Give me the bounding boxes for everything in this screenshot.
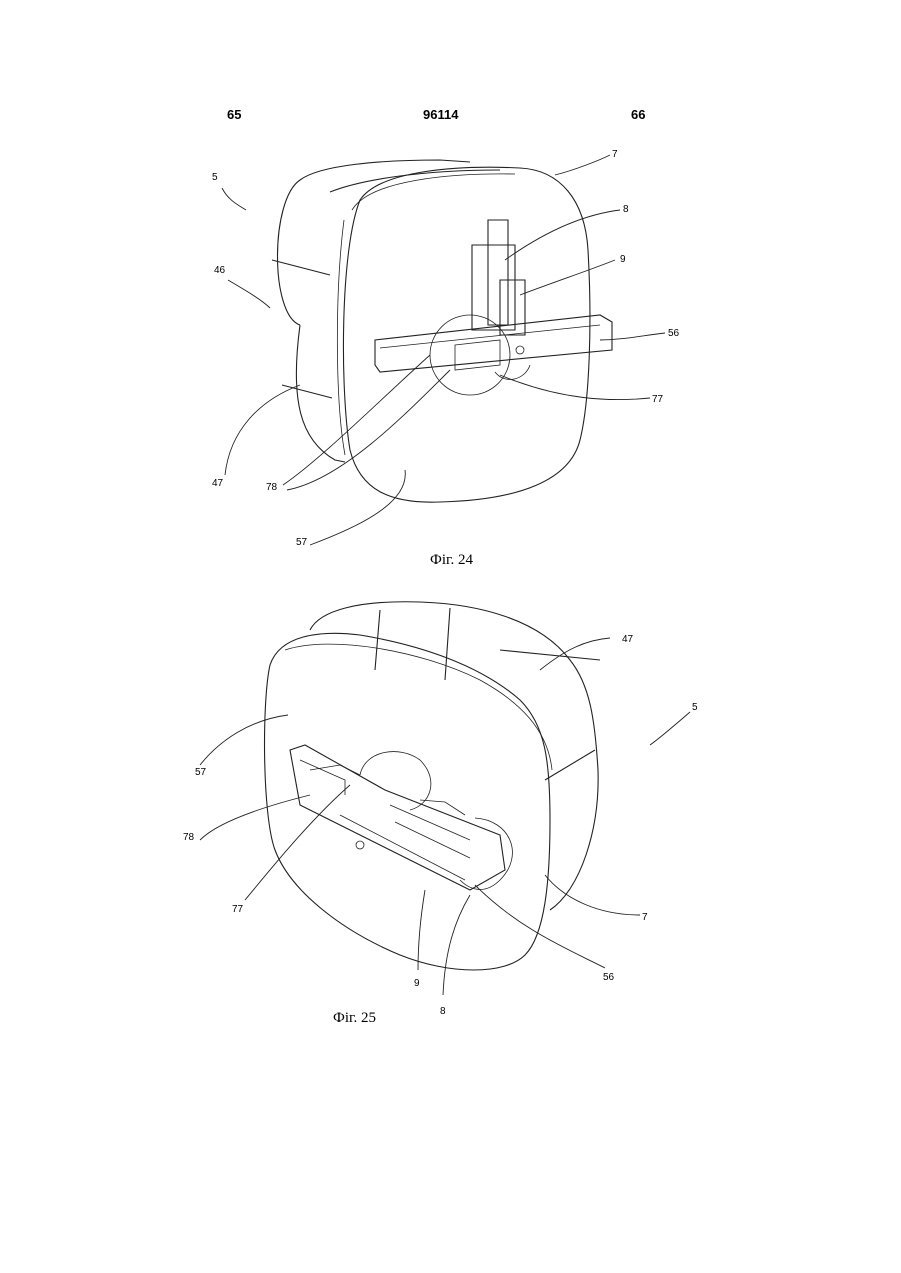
label-46: 46 (214, 265, 226, 276)
figure-25-caption: Фіг. 25 (333, 1010, 376, 1027)
label-78: 78 (266, 482, 278, 493)
label-5-fig25: 5 (692, 702, 698, 713)
figure-24-drawing: 5 7 8 9 46 56 77 47 78 57 (0, 140, 901, 580)
label-7-fig25: 7 (642, 912, 648, 923)
label-56: 56 (668, 328, 680, 339)
label-8: 8 (623, 204, 629, 215)
label-5: 5 (212, 172, 218, 183)
label-78-fig25: 78 (183, 832, 195, 843)
figure-25: 47 5 57 78 77 9 8 7 56 Фіг. 25 (0, 590, 901, 1030)
label-47: 47 (212, 478, 224, 489)
label-57-fig25: 57 (195, 767, 207, 778)
figure-25-drawing: 47 5 57 78 77 9 8 7 56 (0, 590, 901, 1030)
document-number: 96114 (423, 107, 458, 122)
label-57: 57 (296, 537, 308, 548)
label-7: 7 (612, 149, 618, 160)
page-number-left: 65 (227, 107, 241, 122)
label-9: 9 (620, 254, 626, 265)
label-9-fig25: 9 (414, 978, 420, 989)
figure-24-caption: Фіг. 24 (430, 552, 473, 569)
label-8-fig25: 8 (440, 1006, 446, 1017)
label-77-fig25: 77 (232, 904, 244, 915)
label-47-fig25: 47 (622, 634, 634, 645)
label-77: 77 (652, 394, 664, 405)
label-56-fig25: 56 (603, 972, 615, 983)
figure-24: 5 7 8 9 46 56 77 47 78 57 Фіг. 24 (0, 140, 901, 580)
page-number-right: 66 (631, 107, 645, 122)
